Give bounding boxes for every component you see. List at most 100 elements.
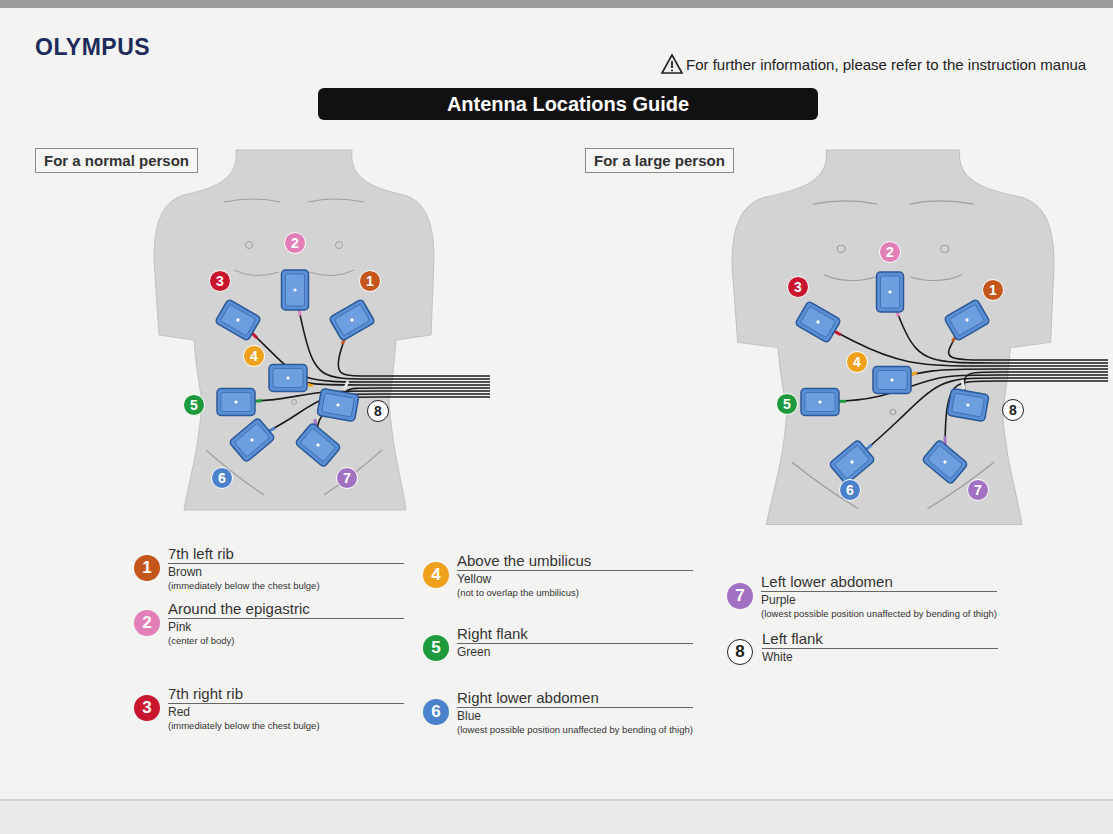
location-name: Right lower abdomen [457, 689, 693, 708]
callout-number: 2 [291, 235, 299, 251]
panel-heading: For a normal person [35, 148, 198, 173]
photo-edge [0, 0, 1113, 8]
torso-figure [732, 150, 1054, 524]
callout-circle: 1 [359, 270, 381, 292]
warning-note: For further information, please refer to… [686, 56, 1086, 73]
placement-note: (center of body) [168, 635, 404, 646]
callout-number: 8 [374, 403, 382, 419]
torso-figure [154, 150, 434, 510]
callout-circle: 7 [336, 467, 358, 489]
callout-circle: 8 [367, 400, 389, 422]
legend-number: 3 [142, 698, 151, 717]
cable-color: Red [168, 705, 404, 719]
antenna-pad [947, 388, 989, 421]
callout-circle: 2 [879, 241, 901, 263]
cable-color-band [962, 380, 964, 390]
legend-marker: 6Right lower abdomenBlue(lowest possible… [423, 699, 449, 725]
legend-number: 7 [735, 586, 744, 605]
callout-circle: 5 [776, 393, 798, 415]
legend-text: Right flankGreen [457, 625, 693, 659]
cable-color: Brown [168, 565, 404, 579]
callout-number: 6 [846, 482, 854, 498]
legend-text: Above the umbilicusYellow(not to overlap… [457, 552, 693, 598]
legend-marker: 17th left ribBrown(immediately below the… [134, 555, 160, 581]
callout-number: 1 [366, 273, 374, 289]
antenna-wires [818, 292, 1108, 462]
location-name: Around the epigastric [168, 600, 404, 619]
antenna-pad [295, 422, 341, 467]
callout-circle: 2 [284, 232, 306, 254]
antenna-wires [236, 290, 490, 445]
callout-number: 2 [886, 244, 894, 260]
callout-circle: 7 [967, 479, 989, 501]
location-name: 7th right rib [168, 685, 404, 704]
legend-number: 4 [431, 565, 440, 584]
callout-circle: 4 [846, 351, 868, 373]
footer-rule [0, 799, 1113, 801]
legend-marker: 8Left flankWhite [727, 639, 753, 665]
antenna-pad [873, 367, 911, 394]
heading-text: For a large person [594, 152, 725, 169]
heading-text: For a normal person [44, 152, 189, 169]
antenna-pad [922, 439, 968, 484]
cable-color: Blue [457, 709, 693, 723]
callout-number: 4 [250, 348, 258, 364]
legend-text: 7th left ribBrown(immediately below the … [168, 545, 404, 591]
callout-number: 5 [190, 397, 198, 413]
legend-marker: 37th right ribRed(immediately below the … [134, 695, 160, 721]
antenna-cable [338, 388, 490, 405]
location-name: Left lower abdomen [761, 573, 997, 592]
callout-circle: 3 [209, 270, 231, 292]
cable-color: Purple [761, 593, 997, 607]
legend-marker: 7Left lower abdomenPurple(lowest possibl… [727, 583, 753, 609]
panel-heading: For a large person [585, 148, 734, 173]
antenna-pad [269, 365, 307, 392]
legend-marker: 5Right flankGreen [423, 635, 449, 661]
brand-logo: OLYMPUS [35, 34, 150, 61]
callout-number: 5 [783, 396, 791, 412]
antenna-pad [217, 389, 255, 416]
callout-number: 1 [989, 282, 997, 298]
callout-number: 7 [343, 470, 351, 486]
title-bar: Antenna Locations Guide [318, 88, 818, 120]
legend-text: Left lower abdomenPurple(lowest possible… [761, 573, 997, 619]
legend-number: 5 [431, 638, 440, 657]
legend-marker: 4Above the umbilicusYellow(not to overla… [423, 562, 449, 588]
cable-color: Green [457, 645, 693, 659]
cable-color: Yellow [457, 572, 693, 586]
placement-note: (immediately below the chest bulge) [168, 720, 404, 731]
callout-circle: 6 [211, 467, 233, 489]
location-name: Left flank [762, 630, 998, 649]
cable-color-band [344, 381, 348, 390]
antenna-pad [801, 389, 839, 416]
cable-color: Pink [168, 620, 404, 634]
location-name: Right flank [457, 625, 693, 644]
antenna-pad [829, 439, 875, 484]
legend-text: Around the epigastricPink(center of body… [168, 600, 404, 646]
location-name: 7th left rib [168, 545, 404, 564]
cable-color: White [762, 650, 998, 664]
antenna-pad [329, 299, 375, 341]
callout-number: 4 [853, 354, 861, 370]
placement-note: (lowest possible position unaffected by … [761, 608, 997, 619]
antenna-pad [877, 272, 904, 312]
antenna-pad [229, 417, 275, 462]
antenna-pad [795, 301, 841, 343]
placement-note: (immediately below the chest bulge) [168, 580, 404, 591]
callout-circle: 6 [839, 479, 861, 501]
legend-text: Left flankWhite [762, 630, 998, 664]
antenna-cable [295, 290, 490, 379]
antenna-pad [944, 299, 990, 341]
warning-icon [662, 55, 682, 73]
callout-number: 8 [1009, 402, 1017, 418]
legend-number: 1 [142, 558, 151, 577]
callout-number: 7 [974, 482, 982, 498]
callout-circle: 5 [183, 394, 205, 416]
legend-text: 7th right ribRed(immediately below the c… [168, 685, 404, 731]
placement-note: (lowest possible position unaffected by … [457, 724, 693, 735]
callout-circle: 3 [787, 276, 809, 298]
callout-number: 3 [794, 279, 802, 295]
legend-marker: 2Around the epigastricPink(center of bod… [134, 610, 160, 636]
legend-number: 2 [142, 613, 151, 632]
